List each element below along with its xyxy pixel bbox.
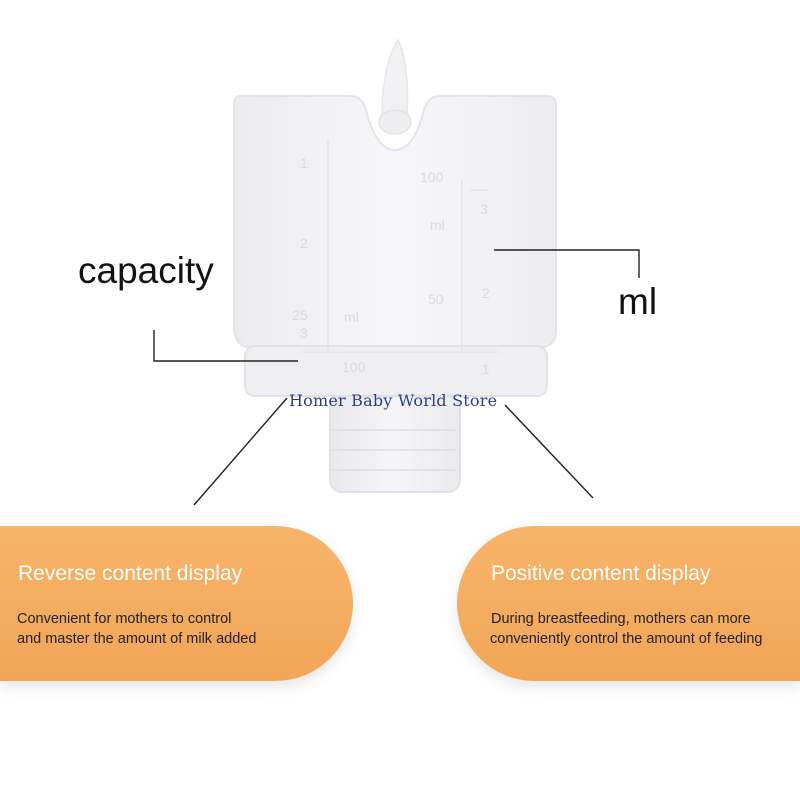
ml-callout-line [494, 249, 640, 278]
cup-mark: 1 [300, 155, 308, 171]
cup-mark: 3 [300, 325, 308, 341]
positive-pointer-line [504, 404, 594, 499]
cup-mark: 1 [482, 361, 490, 377]
cup-mark: ml [344, 309, 359, 325]
store-watermark: Homer Baby World Store [289, 391, 498, 410]
cup-mark: 50 [428, 291, 444, 307]
reverse-panel-text-line: Convenient for mothers to control [17, 611, 232, 627]
positive-panel-text-line: conveniently control the amount of feedi… [490, 631, 763, 647]
reverse-display-panel: Reverse content display Convenient for m… [0, 526, 353, 681]
cup-mark: 100 [420, 169, 444, 185]
reverse-panel-text-line: and master the amount of milk added [17, 631, 257, 647]
positive-panel-text-line: During breastfeeding, mothers can more [491, 611, 751, 627]
reverse-panel-title: Reverse content display [18, 562, 243, 585]
cup-mark: 3 [480, 201, 488, 217]
cup-mark: 100 [342, 359, 366, 375]
capacity-label: capacity [78, 250, 214, 291]
positive-panel-title: Positive content display [491, 562, 711, 585]
unit-label: ml [618, 281, 658, 322]
cup-scale-markings: 1 2 3 25 ml 100 100 ml 50 3 2 1 [292, 155, 490, 377]
positive-display-panel: Positive content display During breastfe… [457, 526, 800, 681]
capacity-callout-line [153, 330, 298, 362]
cup-mark: 2 [300, 235, 308, 251]
cup-mark: 25 [292, 307, 308, 323]
cup-mark: ml [430, 217, 445, 233]
cup-mark: 2 [482, 285, 490, 301]
reverse-pointer-line [193, 397, 288, 506]
